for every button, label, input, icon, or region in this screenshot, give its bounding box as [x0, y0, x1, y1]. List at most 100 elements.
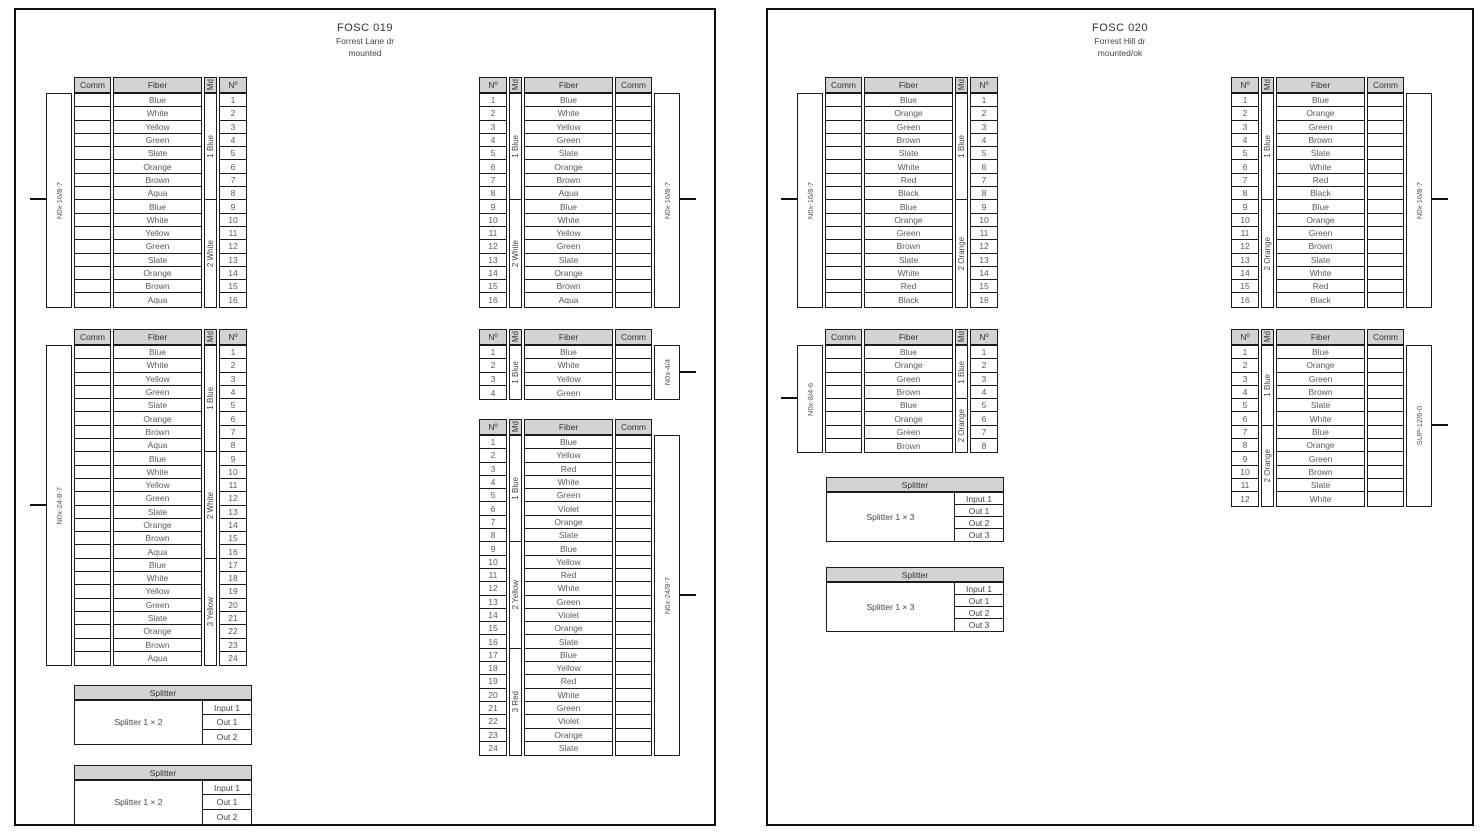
module-label: 1 Blue: [957, 135, 966, 159]
comm-cell: [75, 466, 110, 479]
fiber-cell: Brown: [865, 386, 952, 400]
module-cell: 2 Orange: [956, 399, 967, 452]
fiber-cell: Blue: [865, 200, 952, 214]
comm-cell: [1368, 439, 1403, 453]
comm-cell: [826, 107, 861, 121]
row-number-cell: 12: [480, 582, 506, 596]
cable-label: N0x-24/8-7: [662, 577, 672, 615]
comm-cell: [1368, 479, 1403, 493]
row-number-cell: 11: [480, 227, 506, 241]
splitter-port: Input 1: [203, 781, 251, 796]
fiber-cell: Orange: [1277, 214, 1364, 227]
comm-cell: [1368, 200, 1403, 214]
fiber-cell: Black: [865, 187, 952, 201]
fiber-cell: Orange: [525, 622, 612, 636]
fiber-cell: Slate: [865, 254, 952, 267]
comm-cell: [1368, 227, 1403, 241]
fiber-cell: Green: [1277, 121, 1364, 134]
column-header-comm: Comm: [825, 329, 862, 345]
column-header-fiber: Fiber: [524, 329, 613, 345]
fiber-cell: Slate: [1277, 479, 1364, 493]
row-number-cell: 13: [971, 254, 997, 267]
row-number-cell: 11: [971, 227, 997, 241]
fiber-cell: Slate: [114, 506, 201, 519]
fiber-cell: Brown: [865, 240, 952, 254]
fiber-cell: Slate: [525, 147, 612, 161]
comm-cell: [75, 426, 110, 440]
comm-cell: [1368, 254, 1403, 267]
cable-label: N0x-24-8-7: [54, 486, 64, 525]
comm-cell: [1368, 373, 1403, 386]
comm-cell: [1368, 107, 1403, 121]
fiber-cell: Green: [1277, 227, 1364, 241]
module-cell: 1 Blue: [510, 94, 521, 201]
fiber-cell: Blue: [525, 200, 612, 214]
page-title: FOSC 019: [337, 22, 393, 34]
row-number-cell: 5: [480, 147, 506, 161]
fiber-cell: Yellow: [525, 662, 612, 676]
module-cell: 3 Yellow: [205, 559, 216, 665]
module-cell: 2 White: [205, 200, 216, 306]
row-number-cell: 8: [1232, 439, 1258, 453]
fiber-cell: Brown: [896, 440, 921, 451]
row-number-cell: 1: [220, 346, 246, 360]
fiber-cell: Red: [525, 675, 612, 689]
row-number-cell: 6: [220, 160, 246, 174]
fiber-cell: Slate: [865, 147, 952, 161]
fiber-cell: Brown: [1277, 386, 1364, 400]
fiber-cell: Green: [1277, 452, 1364, 466]
module-label: 2 Orange: [1263, 236, 1272, 271]
splitter-port: Out 1: [955, 505, 1003, 517]
fiber-cell: White: [114, 359, 201, 373]
comm-cell: [1368, 267, 1403, 281]
comm-cell: [616, 94, 651, 108]
comm-cell: [826, 399, 861, 413]
row-number-cell: 12: [971, 240, 997, 254]
comm-cell: [616, 214, 651, 227]
fiber-cell: Brown: [1277, 466, 1364, 479]
comm-cell: [1368, 426, 1403, 440]
fiber-cell: White: [114, 466, 201, 479]
row-number-cell: 7: [220, 426, 246, 440]
row-number-cell: 14: [1232, 267, 1258, 281]
fiber-cell: Yellow: [114, 227, 201, 241]
column-header-md: Md: [1261, 77, 1274, 93]
comm-cell: [1368, 492, 1403, 505]
comm-cell: [75, 293, 110, 306]
row-number-cell: 5: [220, 147, 246, 161]
row-number-cell: 16: [220, 545, 246, 559]
module-cell: 1 Blue: [956, 94, 967, 201]
fiber-cell: Violet: [525, 609, 612, 623]
cable-label: N0x-16/8-7: [662, 181, 672, 219]
module-cell: 2 Yellow: [510, 542, 521, 649]
comm-cell: [616, 200, 651, 214]
comm-cell-column: [74, 345, 111, 667]
comm-cell: [826, 267, 861, 281]
comm-cell: [1368, 280, 1403, 294]
column-header-md-label: Md: [511, 421, 520, 433]
row-number-cell: 20: [480, 689, 506, 702]
row-number-cell: 6: [1232, 412, 1258, 426]
fiber-cell: Yellow: [114, 373, 201, 386]
fiber-cell: Red: [865, 280, 952, 294]
comm-cell-column: [825, 345, 862, 454]
comm-cell: [616, 596, 651, 609]
row-number-cell: 13: [480, 254, 506, 267]
fiber-cell: Slate: [558, 743, 579, 754]
row-number-cell: 5: [971, 399, 997, 413]
row-number-cell: 7: [971, 174, 997, 188]
comm-cell: [1368, 399, 1403, 413]
row-number-cell: 6: [971, 412, 997, 426]
title-block-fosc-020: FOSC 020 Forrest Hill dr mounted/ok: [1020, 22, 1220, 58]
comm-cell: [1368, 121, 1403, 134]
fiber-cell: Orange: [525, 160, 612, 174]
splitter-port: Out 3: [968, 620, 990, 630]
comm-cell: [616, 542, 651, 556]
